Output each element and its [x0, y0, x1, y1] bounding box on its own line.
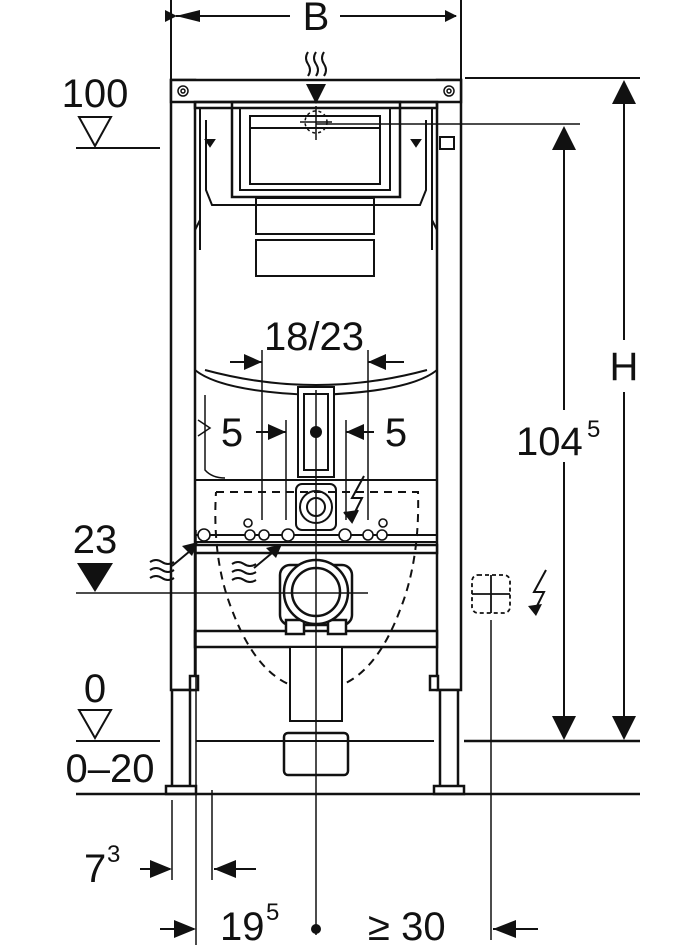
center-mark-bottom [311, 924, 321, 934]
level-triangle-icon [77, 709, 113, 741]
center-lines [261, 350, 369, 935]
dim-bottom-left-superscript: 3 [107, 841, 120, 868]
left-connector [197, 395, 226, 479]
dim-bottom-left-label: 7 [84, 847, 106, 891]
supply-target [300, 106, 332, 140]
socket-outline [471, 574, 511, 614]
level-triangle-icon [77, 116, 113, 149]
mount-holes [197, 518, 388, 542]
center-mark [310, 426, 322, 438]
level-floor-label: 0 [84, 667, 106, 711]
frame-height-label: 104 [516, 420, 583, 464]
water-wave-icon [231, 547, 279, 583]
frame-bolts [177, 85, 455, 97]
offset-right-label: 5 [385, 411, 407, 455]
height-label: H [610, 345, 639, 389]
frame-height-superscript: 5 [587, 416, 600, 443]
lightning-icon [343, 475, 365, 524]
offset-left-label: 5 [221, 411, 243, 455]
dim-bottom-right-label: ≥ 30 [368, 905, 446, 945]
dim-bottom-mid-superscript: 5 [266, 899, 279, 926]
spacing-label: 18/23 [264, 315, 364, 359]
arrow-down-icon [306, 84, 326, 104]
level-triangle-icon [77, 563, 113, 592]
width-label: B [303, 0, 330, 39]
level-top-label: 100 [62, 72, 129, 116]
floor-range-label: 0–20 [66, 747, 155, 791]
bottom-extension-lines [171, 530, 213, 945]
height-dimension [465, 77, 640, 725]
bowl-outline [214, 491, 420, 692]
water-wave-icon [305, 51, 327, 77]
lightning-icon [532, 569, 547, 613]
dim-bottom-mid-label: 19 [220, 905, 265, 945]
level-mid-label: 23 [73, 518, 118, 562]
